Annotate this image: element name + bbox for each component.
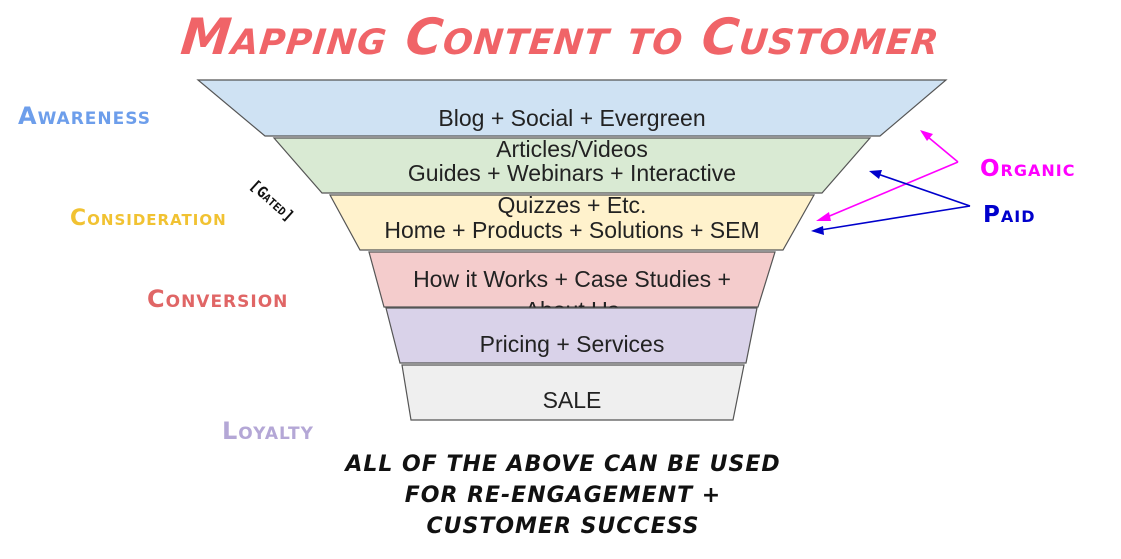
- footer-line-1: All of the above can be used: [345, 452, 781, 477]
- paid-arrow-top: [871, 171, 971, 207]
- footer-note: All of the above can be used for re-enga…: [300, 449, 826, 542]
- organic-arrow-top-head: [920, 130, 933, 141]
- funnel-level-3-text-1: Quizzes + Etc.: [498, 192, 647, 218]
- funnel-level-3-text-2: Home + Products + Solutions + SEM: [384, 217, 759, 243]
- channel-label-organic: Organic: [980, 156, 1076, 182]
- funnel-level-4-text-1: How it Works + Case Studies +: [413, 266, 731, 292]
- organic-arrows: [816, 130, 959, 221]
- stage-label-consideration: Consideration: [70, 206, 227, 231]
- funnel-level-6: [401, 364, 745, 421]
- funnel-level-1-text-1: Blog + Social + Evergreen: [438, 105, 705, 131]
- funnel-level-4: [368, 251, 776, 308]
- funnel-level-1: [196, 79, 948, 137]
- channel-label-paid: Paid: [983, 202, 1036, 228]
- channel-arrows: [811, 130, 971, 235]
- funnel-level-2-text-1: Articles/Videos: [496, 136, 648, 162]
- organic-arrow-bottom-head: [816, 212, 831, 221]
- stage-label-awareness: Awareness: [18, 102, 151, 130]
- funnel-level-2-text-2: Guides + Webinars + Interactive: [408, 160, 736, 186]
- paid-arrow-bottom-head: [811, 226, 824, 235]
- funnel-level-2: [272, 137, 872, 194]
- paid-arrow-bottom: [813, 205, 971, 232]
- funnel-level-5-text-1: Pricing + Services: [480, 331, 665, 357]
- stage-label-loyalty: Loyalty: [222, 417, 314, 445]
- funnel-level-5: [385, 307, 758, 364]
- stage-label-conversion: Conversion: [147, 285, 289, 313]
- funnel-level-3: [328, 194, 816, 251]
- footer-line-3: customer success: [426, 514, 700, 539]
- funnel-level-6-text-1: SALE: [543, 387, 602, 413]
- organic-arrow-bottom: [819, 161, 959, 221]
- footer-line-2: for re-engagement +: [404, 483, 722, 508]
- paid-arrows: [811, 170, 971, 235]
- paid-arrow-top-head: [869, 170, 882, 179]
